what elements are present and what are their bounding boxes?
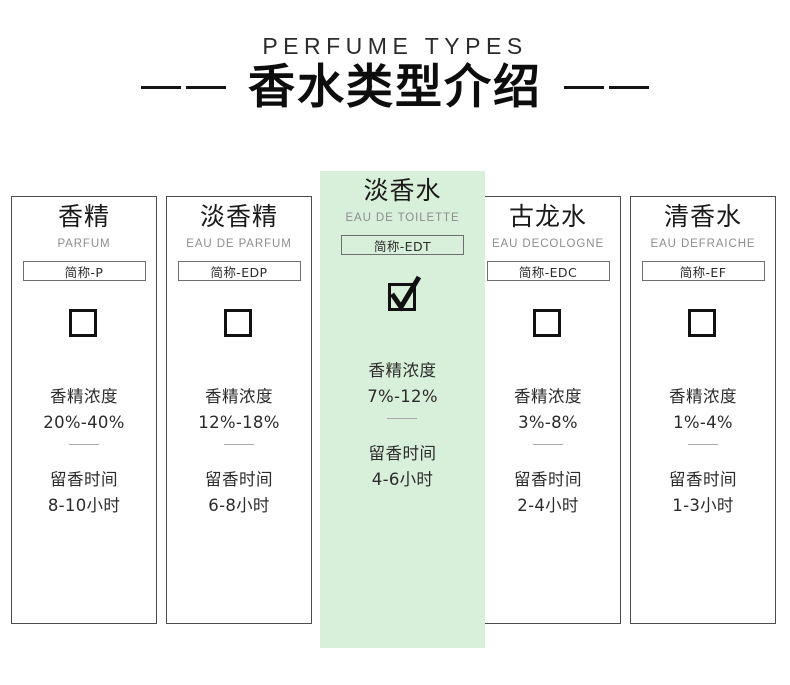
concentration-label: 香精浓度 — [368, 361, 437, 380]
card-abbreviation-badge: 简称-EDT — [341, 235, 464, 255]
perfume-type-card[interactable]: 香精 PARFUM 简称-P 香精浓度 20%-40% 留香时间 8-10小时 — [11, 196, 157, 624]
concentration-label: 香精浓度 — [514, 387, 582, 406]
card-concentration-block: 香精浓度 7%-12% — [367, 358, 438, 420]
section-divider — [69, 444, 99, 446]
section-divider — [224, 444, 254, 446]
card-select-checkbox[interactable] — [386, 275, 421, 313]
perfume-type-card[interactable]: 淡香水 EAU DE TOILETTE 简称-EDT 香精浓度 7%-12% 留… — [320, 171, 485, 648]
card-name-cn: 古龙水 — [508, 202, 587, 231]
page-header: PERFUME TYPES 香水类型介绍 — [0, 0, 790, 160]
concentration-label: 香精浓度 — [669, 387, 737, 406]
card-select-checkbox[interactable] — [67, 305, 101, 339]
card-concentration-block: 香精浓度 1%-4% — [669, 384, 737, 446]
concentration-value: 7%-12% — [367, 386, 438, 406]
duration-value: 1-3小时 — [672, 495, 734, 515]
card-duration-block: 留香时间 8-10小时 — [48, 467, 120, 518]
card-concentration-block: 香精浓度 3%-8% — [514, 384, 582, 446]
checkbox-square-icon — [533, 309, 561, 337]
duration-value: 2-4小时 — [517, 495, 579, 515]
card-concentration-block: 香精浓度 20%-40% — [43, 384, 125, 446]
duration-label: 留香时间 — [50, 470, 118, 490]
perfume-type-card[interactable]: 清香水 EAU DEFRAICHE 简称-EF 香精浓度 1%-4% 留香时间 … — [630, 196, 776, 624]
card-name-cn: 淡香水 — [363, 176, 442, 205]
perfume-type-card[interactable]: 淡香精 EAU DE PARFUM 简称-EDP 香精浓度 12%-18% 留香… — [166, 196, 312, 624]
card-name-en: EAU DE PARFUM — [186, 238, 292, 250]
card-abbreviation-badge: 简称-EDC — [486, 261, 610, 281]
card-concentration-block: 香精浓度 12%-18% — [198, 384, 280, 446]
card-name-cn: 香精 — [57, 202, 110, 231]
page-eyebrow: PERFUME TYPES — [262, 33, 528, 59]
perfume-type-card-list: 香精 PARFUM 简称-P 香精浓度 20%-40% 留香时间 8-10小时 … — [11, 171, 779, 651]
duration-label: 留香时间 — [514, 470, 582, 490]
page-title: 香水类型介绍 — [248, 60, 542, 115]
duration-label: 留香时间 — [205, 470, 273, 490]
duration-value: 6-8小时 — [208, 495, 270, 515]
card-select-checkbox[interactable] — [222, 305, 256, 339]
card-duration-block: 留香时间 6-8小时 — [205, 467, 273, 518]
concentration-label: 香精浓度 — [50, 387, 118, 406]
page-title-row: 香水类型介绍 — [0, 62, 790, 114]
card-select-checkbox[interactable] — [531, 305, 565, 339]
duration-value: 8-10小时 — [47, 495, 121, 515]
card-duration-block: 留香时间 4-6小时 — [369, 441, 437, 492]
checkbox-square-icon — [688, 309, 716, 337]
section-divider — [688, 444, 718, 446]
card-name-en: EAU DEFRAICHE — [650, 238, 756, 250]
card-name-cn: 清香水 — [663, 202, 742, 231]
concentration-value: 12%-18% — [198, 412, 280, 432]
section-divider — [533, 444, 563, 446]
perfume-type-card[interactable]: 古龙水 EAU DECOLOGNE 简称-EDC 香精浓度 3%-8% 留香时间… — [475, 196, 621, 624]
concentration-value: 3%-8% — [518, 412, 578, 432]
concentration-label: 香精浓度 — [205, 387, 273, 406]
card-abbreviation-badge: 简称-P — [22, 261, 146, 281]
title-right-rule-icon — [564, 86, 649, 90]
checkbox-square-icon — [224, 309, 252, 337]
duration-value: 4-6小时 — [371, 469, 434, 489]
duration-label: 留香时间 — [669, 470, 737, 490]
duration-label: 留香时间 — [368, 444, 437, 464]
card-abbreviation-badge: 简称-EF — [641, 261, 765, 281]
card-name-en: EAU DECOLOGNE — [491, 238, 605, 250]
concentration-value: 20%-40% — [43, 412, 125, 432]
card-abbreviation-badge: 简称-EDP — [177, 261, 301, 281]
card-duration-block: 留香时间 2-4小时 — [514, 467, 582, 518]
title-left-rule-icon — [141, 86, 226, 90]
card-name-en: PARFUM — [57, 238, 111, 250]
concentration-value: 1%-4% — [673, 412, 733, 432]
card-name-cn: 淡香精 — [199, 202, 278, 231]
section-divider — [387, 418, 418, 420]
checkmark-icon — [389, 275, 421, 312]
card-select-checkbox[interactable] — [686, 305, 720, 339]
card-duration-block: 留香时间 1-3小时 — [669, 467, 737, 518]
card-name-en: EAU DE TOILETTE — [345, 212, 460, 224]
checkbox-square-icon — [69, 309, 97, 337]
